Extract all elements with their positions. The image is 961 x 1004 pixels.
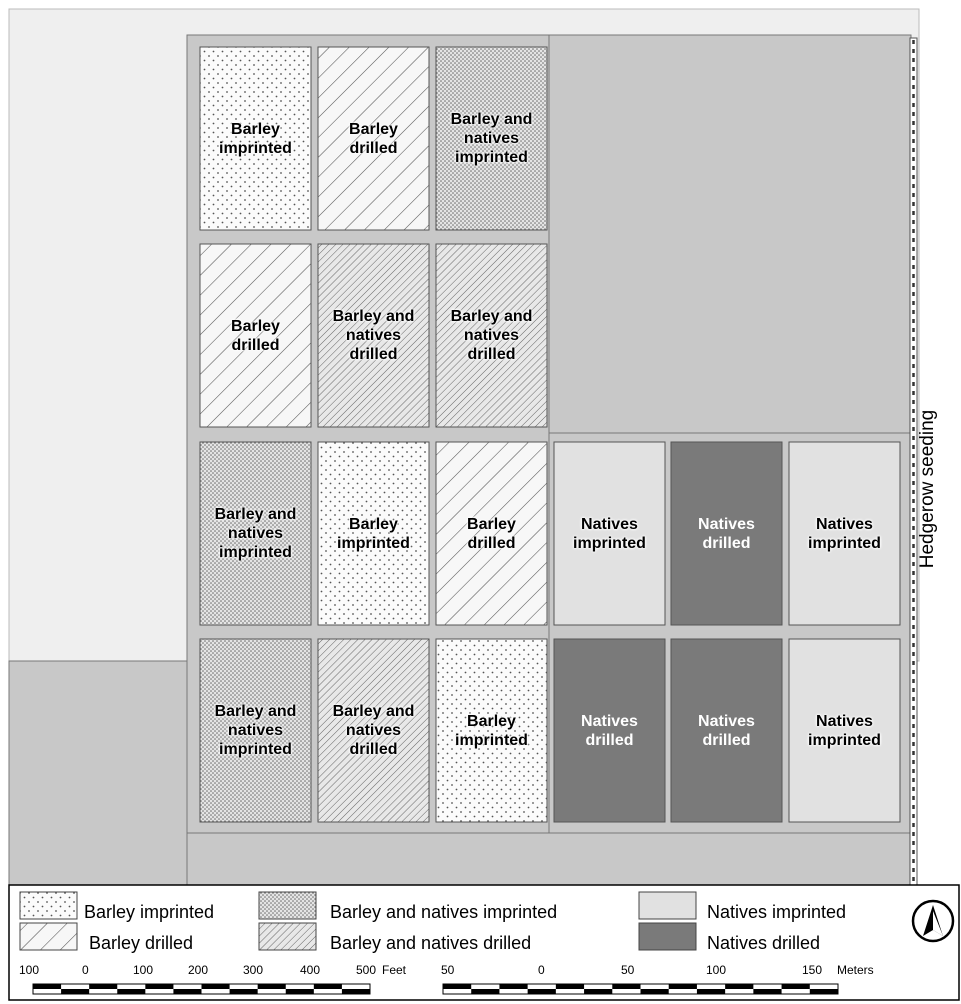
legend-label: Barley imprinted — [84, 902, 215, 922]
scale-unit-label: Feet — [382, 963, 407, 977]
scale-tick-label: 0 — [82, 963, 89, 977]
plot-barley-drilled — [435, 441, 548, 626]
plot-label: Barley and natives drilled — [450, 308, 533, 363]
scale-tick-label: 100 — [706, 963, 727, 977]
plot-label: Natives drilled — [581, 712, 638, 749]
plot-label: Barley drilled — [349, 120, 398, 157]
legend-swatch-natives-imprinted — [638, 891, 697, 920]
plot-natives-drilled — [670, 441, 783, 626]
plot-barley-natives-imprinted — [199, 441, 312, 626]
scale-tick-label: 50 — [621, 963, 635, 977]
scale-tick-label: 500 — [356, 963, 377, 977]
plot-natives-imprinted — [553, 441, 666, 626]
scale-bar-meters — [442, 983, 839, 995]
plot-label: Barley drilled — [231, 317, 280, 354]
legend-label: Barley and natives drilled — [330, 933, 532, 953]
legend-label: Natives imprinted — [707, 902, 847, 922]
legend-swatch-barley-natives-imprinted — [258, 891, 317, 920]
plot-label: Natives imprinted — [808, 712, 881, 749]
legend-box — [8, 884, 960, 1001]
legend-swatch-barley-imprinted — [19, 891, 78, 920]
hedgerow-strip — [909, 37, 918, 886]
legend-label: Barley drilled — [89, 933, 194, 953]
scale-tick-label: 150 — [802, 963, 823, 977]
scale-bar-feet — [32, 983, 371, 995]
scale-tick-label: 0 — [538, 963, 545, 977]
legend-swatch-barley-drilled — [19, 922, 78, 951]
north-arrow-icon — [911, 899, 955, 943]
plot-label: Barley drilled — [467, 515, 516, 552]
scale-tick-label: 200 — [188, 963, 209, 977]
plot-label: Barley and natives imprinted — [214, 703, 297, 758]
plot-barley-natives-imprinted — [435, 46, 548, 231]
plot-label: Barley imprinted — [455, 712, 528, 749]
plot-barley-drilled — [317, 46, 430, 231]
legend-label: Natives drilled — [707, 933, 821, 953]
plot-barley-imprinted — [435, 638, 548, 823]
plot-barley-drilled — [199, 243, 312, 428]
legend-swatches — [19, 891, 697, 951]
plot-barley-natives-imprinted — [199, 638, 312, 823]
legend-swatch-natives-drilled — [638, 922, 697, 951]
plot-label: Barley and natives imprinted — [450, 111, 533, 166]
scale-tick-label: 50 — [441, 963, 455, 977]
plot-natives-imprinted — [788, 441, 901, 626]
plot-natives-drilled — [553, 638, 666, 823]
legend-label: Barley and natives imprinted — [330, 902, 558, 922]
plot-barley-natives-drilled — [435, 243, 548, 428]
plot-natives-drilled — [670, 638, 783, 823]
scale-tick-label: 400 — [300, 963, 321, 977]
background-field-left — [8, 660, 188, 886]
plot-label: Barley and natives drilled — [332, 308, 415, 363]
scale-tick-label: 100 — [19, 963, 40, 977]
plot-label: Barley imprinted — [337, 515, 410, 552]
plot-barley-natives-drilled — [317, 243, 430, 428]
plot-barley-natives-drilled — [317, 638, 430, 823]
plot-label: Natives drilled — [698, 712, 755, 749]
scale-tick-label: 100 — [133, 963, 154, 977]
scale-tick-label: 300 — [243, 963, 264, 977]
plot-barley-imprinted — [199, 46, 312, 231]
plot-label: Natives imprinted — [808, 515, 881, 552]
plots-layer — [199, 46, 901, 823]
scale-unit-label: Meters — [837, 963, 874, 977]
hedgerow-label-text: Hedgerow seeding — [917, 409, 938, 569]
plot-natives-imprinted — [788, 638, 901, 823]
plot-label: Barley and natives imprinted — [214, 506, 297, 561]
plot-label: Natives drilled — [698, 515, 755, 552]
legend-swatch-barley-natives-drilled — [258, 922, 317, 951]
plot-label: Barley and natives drilled — [332, 703, 415, 758]
plot-label: Barley imprinted — [219, 120, 292, 157]
plot-label: Natives imprinted — [573, 515, 646, 552]
plot-barley-imprinted — [317, 441, 430, 626]
